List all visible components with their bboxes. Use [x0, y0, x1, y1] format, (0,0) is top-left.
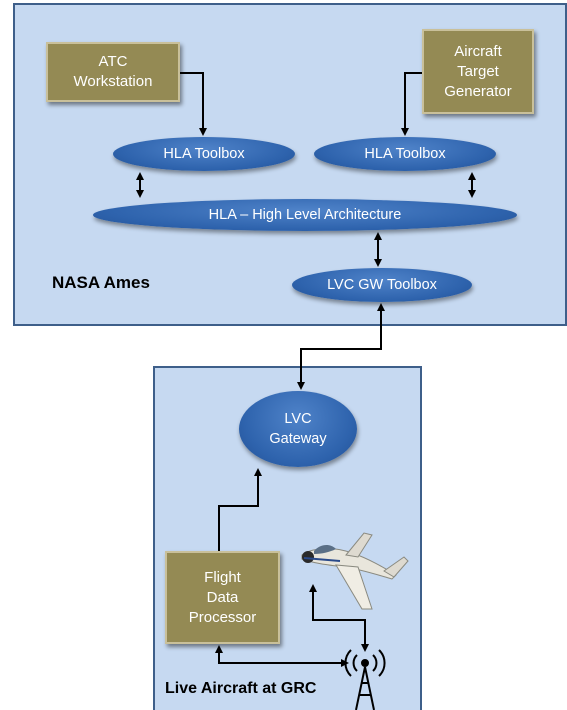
lvc-gw-toolbox-node: LVC GW Toolbox [292, 268, 472, 302]
lvc-gw-to-gateway-link [297, 303, 385, 390]
atc-to-hla-toolbox-arrow [180, 72, 207, 136]
live-aircraft-label: Live Aircraft at GRC [165, 680, 317, 697]
hla-toolbox-left-node: HLA Toolbox [113, 137, 295, 171]
radio-tower-icon [344, 649, 386, 710]
hla-toolbox-right-node: HLA Toolbox [314, 137, 496, 171]
aircraft-target-generator-box: Aircraft Target Generator [422, 29, 534, 114]
atg-to-hla-toolbox-arrow [401, 72, 422, 136]
aircraft-image [301, 532, 409, 610]
flight-data-processor-box: Flight Data Processor [165, 551, 280, 644]
nasa-ames-label: NASA Ames [52, 273, 150, 292]
atc-workstation-box: ATC Workstation [46, 42, 180, 102]
fdp-to-tower-link [215, 645, 349, 667]
fdp-to-gateway-arrow [218, 468, 262, 551]
lvc-gateway-node: LVC Gateway [239, 391, 357, 467]
hla-architecture-node: HLA – High Level Architecture [93, 199, 517, 231]
aircraft-to-tower-link [309, 584, 369, 652]
